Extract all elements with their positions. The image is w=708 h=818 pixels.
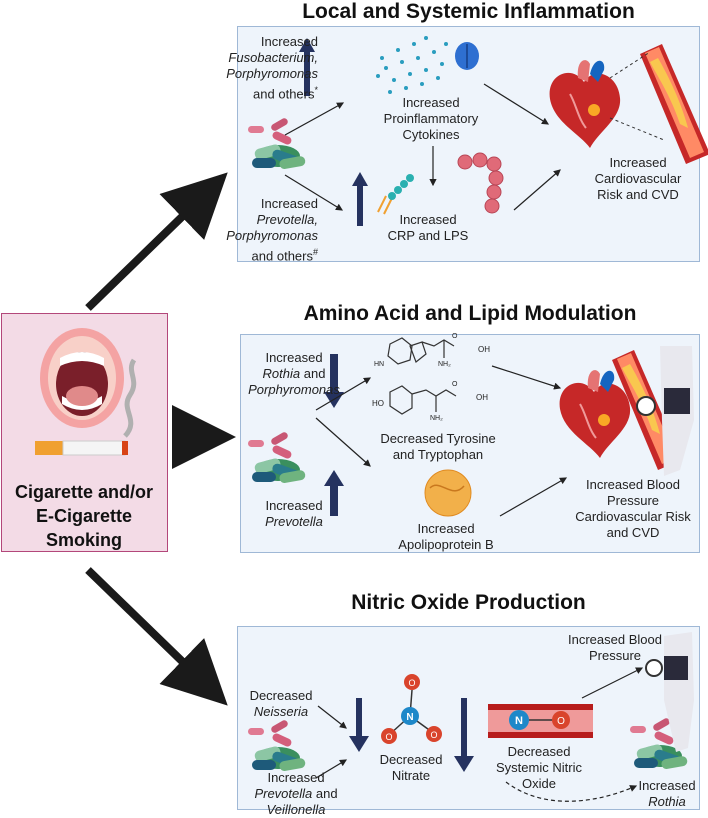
- chem-nh2-2: NH₂: [430, 415, 443, 422]
- p3-nitrate: Decreased Nitrate: [379, 752, 443, 783]
- chem-o-2: O: [452, 381, 458, 388]
- p1-cytokines: Increased Proinflammatory Cytokines: [383, 95, 479, 142]
- p1-outcome: Increased Cardiovascular Risk and CVD: [594, 155, 682, 202]
- p3-rothia: Increased Rothia: [638, 778, 696, 809]
- source-line-2: E-Cigarette: [35, 506, 133, 526]
- p2-outcome: Increased Blood Pressure Cardiovascular …: [575, 477, 691, 540]
- panel3-title: Nitric Oxide Production: [351, 591, 586, 614]
- p1-bacteria-up-1: Increased Fusobacterium, Porphyromonas a…: [226, 34, 318, 102]
- panel1-title: Local and Systemic Inflammation: [302, 0, 635, 23]
- no-o: O: [557, 716, 565, 727]
- p3-blood-pressure: Increased Blood Pressure: [568, 632, 662, 663]
- p1-crp-lps: Increased CRP and LPS: [387, 212, 469, 243]
- p3-bacteria: Increased Prevotella and Veillonella: [254, 770, 338, 817]
- cigarette-icon: [35, 358, 137, 456]
- source-line-1: Cigarette and/or: [14, 482, 154, 502]
- source-label: Cigarette and/or E-Cigarette Smoking: [0, 480, 168, 552]
- chem-oh-2: OH: [476, 393, 488, 402]
- panel-nitric-oxide: [237, 626, 700, 810]
- chem-hn: HN: [374, 361, 384, 368]
- p3-neisseria: Decreased Neisseria: [249, 688, 313, 719]
- nitrate-n: N: [406, 712, 413, 723]
- p2-bacteria-2: Increased Prevotella: [265, 498, 323, 529]
- no-n: N: [515, 715, 523, 727]
- chem-nh2-1: NH₂: [438, 361, 451, 368]
- nitrate-o-1: O: [408, 678, 415, 688]
- nitrate-o-3: O: [430, 730, 437, 740]
- chem-o-1: O: [452, 333, 458, 340]
- p2-bacteria-1: Increased Rothia and Porphyromonas: [248, 350, 340, 397]
- source-line-3: Smoking: [45, 530, 122, 550]
- panel2-title: Amino Acid and Lipid Modulation: [303, 302, 637, 325]
- p2-amino-acids: Decreased Tyrosine and Tryptophan: [380, 431, 496, 462]
- chem-oh-1: OH: [478, 345, 490, 354]
- p3-systemic-no: Decreased Systemic Nitric Oxide: [496, 744, 582, 791]
- chem-ho: HO: [372, 399, 384, 408]
- p2-apolipoprotein: Increased Apolipoprotein B: [398, 521, 494, 552]
- p1-bacteria-up-2: Increased Prevotella, Porphyromonas and …: [226, 196, 318, 264]
- mouth-icon: [40, 328, 124, 428]
- nitrate-o-2: O: [385, 732, 392, 742]
